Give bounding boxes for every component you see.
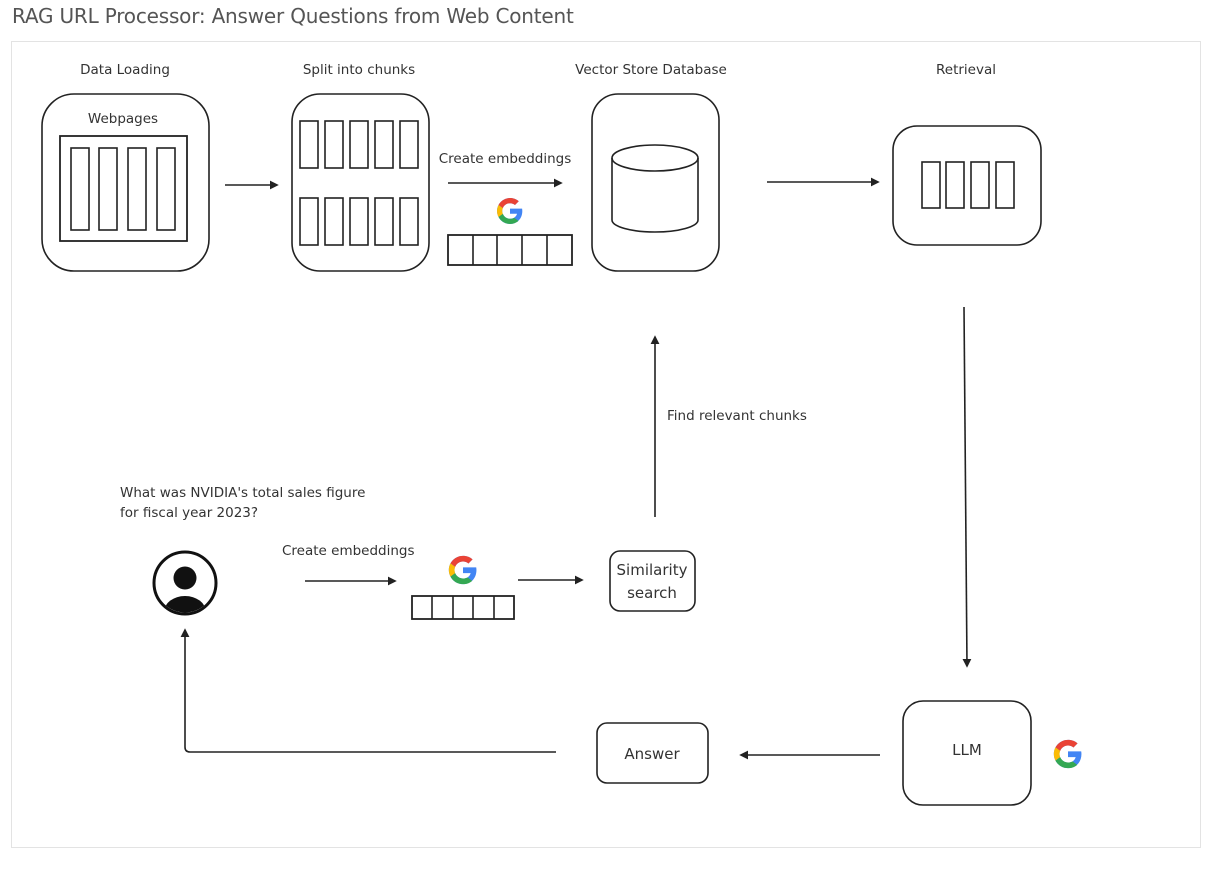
google-icon	[1053, 739, 1082, 769]
retrieval-label: Retrieval	[936, 62, 996, 78]
arrow-answer-to-user	[180, 628, 556, 753]
find-relevant-label: Find relevant chunks	[667, 408, 807, 424]
similarity-search-node	[609, 550, 696, 612]
data-loading-label: Data Loading	[80, 62, 170, 78]
data-loading-node	[41, 93, 210, 272]
user-question: What was NVIDIA's total sales figure for…	[120, 485, 366, 521]
split-chunks-label: Split into chunks	[302, 62, 416, 78]
google-icon	[448, 555, 477, 585]
answer-label: Answer	[624, 745, 680, 763]
webpages-label: Webpages	[87, 111, 159, 127]
retrieval-node	[892, 125, 1042, 246]
similarity-label-line1: Similarity	[616, 561, 688, 579]
vector-store-label: Vector Store Database	[575, 62, 727, 78]
llm-label: LLM	[952, 741, 982, 759]
create-embeddings-bottom-label: Create embeddings	[282, 543, 415, 559]
embedding-vector-bottom	[411, 595, 515, 620]
split-chunks-node	[291, 93, 430, 272]
create-embeddings-top-label: Create embeddings	[438, 151, 572, 167]
database-icon	[611, 144, 699, 233]
google-icon	[497, 198, 523, 224]
embedding-vector-top	[447, 234, 573, 266]
similarity-label-line2: search	[627, 584, 677, 602]
vector-store-node	[591, 93, 720, 272]
arrow-retrieval-to-llm	[962, 306, 972, 668]
user-icon	[152, 550, 218, 616]
page-title: RAG URL Processor: Answer Questions from…	[12, 4, 574, 28]
llm-node	[902, 700, 1032, 806]
answer-node	[596, 722, 709, 784]
